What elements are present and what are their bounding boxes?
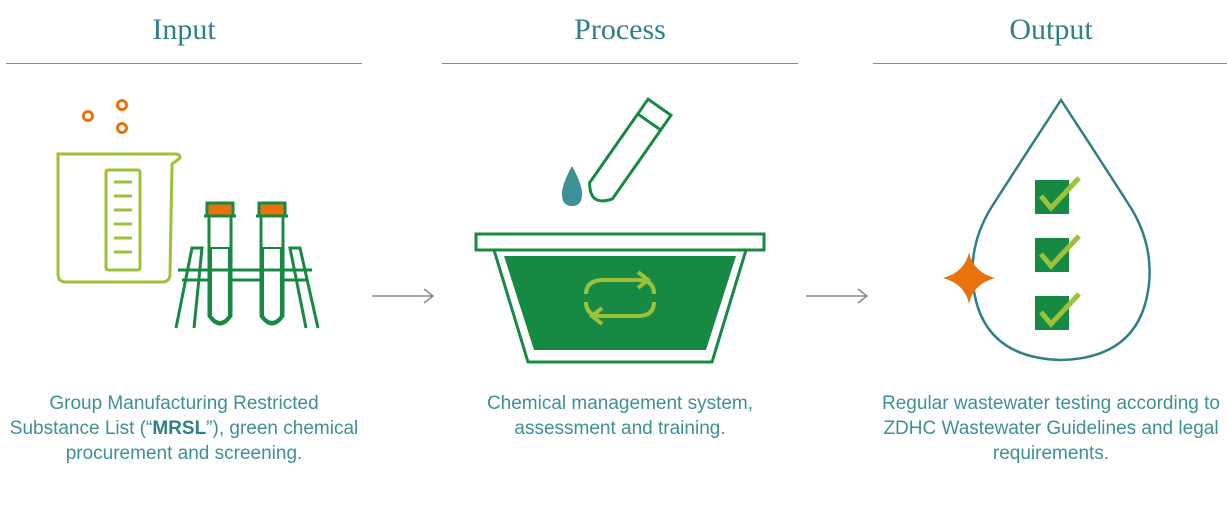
beaker-test-tubes-icon bbox=[56, 99, 320, 329]
output-title: Output bbox=[1009, 13, 1093, 46]
arrow-right-icon bbox=[806, 288, 869, 304]
process-divider bbox=[442, 63, 798, 64]
input-description-text-end: ”), green chemical procurement and scree… bbox=[65, 418, 359, 464]
chemical-recycle-bowl-icon bbox=[474, 97, 766, 364]
input-description: Group Manufacturing Restricted Substance… bbox=[6, 391, 362, 466]
output-divider bbox=[873, 63, 1227, 64]
process-description: Chemical management system, assessment a… bbox=[486, 393, 754, 439]
input-column: Input Group Manufacturing Restricted Sub… bbox=[6, 0, 362, 514]
arrow-right-icon bbox=[372, 288, 435, 304]
process-title: Process bbox=[574, 13, 666, 46]
input-title: Input bbox=[152, 13, 216, 46]
input-description-text: Group Manufacturing Restricted Substance… bbox=[9, 393, 319, 439]
process-column: Process Chemical management system, asse… bbox=[442, 0, 798, 514]
water-drop-checklist-icon bbox=[943, 97, 1151, 362]
mrsl-abbreviation: MRSL bbox=[152, 418, 207, 439]
output-column: Output Regular wastewater testing accord… bbox=[873, 0, 1227, 514]
input-divider bbox=[6, 63, 362, 64]
output-description: Regular wastewater testing according to … bbox=[882, 393, 1220, 464]
